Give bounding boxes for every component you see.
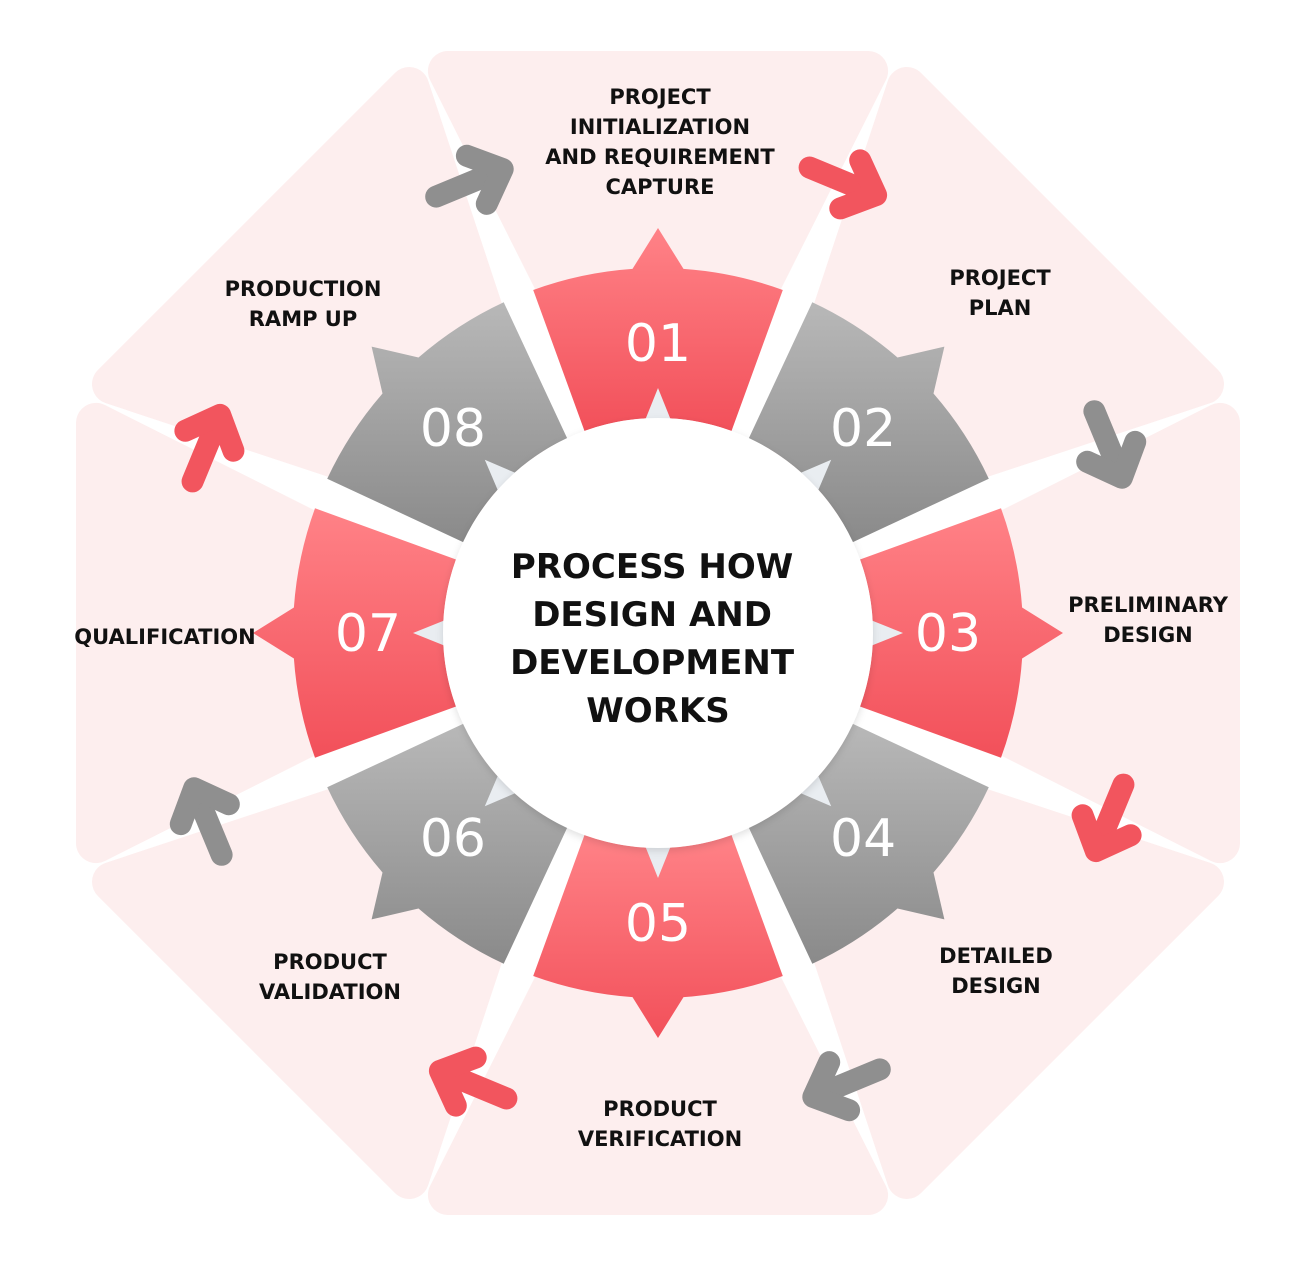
center-circle (443, 418, 873, 848)
step-label-line: VALIDATION (259, 980, 401, 1004)
ring-segment-01 (533, 228, 783, 431)
step-label-line: PRODUCT (273, 950, 387, 974)
step-number-02: 02 (830, 399, 896, 459)
arrow-icon (1076, 400, 1147, 489)
step-number-08: 08 (420, 399, 486, 459)
step-label-04: DETAILED DESIGN (939, 944, 1053, 998)
arrow-icon (802, 1051, 891, 1122)
step-number-03: 03 (915, 604, 981, 664)
step-number-04: 04 (830, 809, 896, 869)
ring-segment-08 (327, 302, 568, 543)
step-labels: PROJECT INITIALIZATION AND REQUIREMENT CAPT… (74, 85, 1228, 1151)
ring-notch (799, 459, 832, 492)
step-label-line: DESIGN (1103, 623, 1193, 647)
ring-notch (484, 459, 517, 492)
step-label-06: PRODUCT VALIDATION (259, 950, 401, 1004)
ring-notch (645, 388, 671, 421)
ring-notch (799, 774, 832, 807)
step-label-01: PROJECT INITIALIZATION AND REQUIREMENT CAPT… (545, 85, 775, 199)
center-title-line-2: DESIGN AND (532, 595, 772, 635)
step-number-06: 06 (420, 809, 486, 869)
step-label-02: PROJECT PLAN (949, 266, 1051, 320)
step-label-03: PRELIMINARY DESIGN (1068, 593, 1229, 647)
ring-segment-06 (327, 723, 568, 964)
ring-segment-05 (533, 835, 783, 1038)
step-label-line: AND REQUIREMENT (545, 145, 775, 169)
step-label-line: PLAN (969, 296, 1032, 320)
center-title-line-3: DEVELOPMENT (510, 643, 795, 683)
step-label-line: PROJECT (949, 266, 1051, 290)
step-ring: 01 02 03 04 05 06 07 08 (253, 228, 1063, 1038)
step-label-line: RAMP UP (249, 307, 357, 331)
step-label-08: PRODUCTION RAMP UP (225, 277, 382, 331)
center-hub: PROCESS HOW DESIGN AND DEVELOPMENT WORKS (443, 418, 873, 848)
arrow-icon (169, 777, 240, 866)
center-title-line-1: PROCESS HOW (511, 547, 793, 587)
step-label-line: PROJECT (609, 85, 711, 109)
step-label-line: INITIALIZATION (570, 115, 750, 139)
arrow-icon (428, 1046, 518, 1117)
step-number-07: 07 (335, 604, 401, 664)
ring-notch (484, 774, 517, 807)
ring-notch (645, 845, 671, 878)
step-label-line: PRODUCT (603, 1097, 717, 1121)
arrow-icon (425, 144, 514, 215)
step-label-07: QUALIFICATION (74, 625, 255, 649)
step-label-line: DESIGN (951, 974, 1041, 998)
step-label-line: CAPTURE (606, 175, 715, 199)
step-label-line: VERIFICATION (578, 1127, 742, 1151)
step-label-line: QUALIFICATION (74, 625, 255, 649)
center-title: PROCESS HOW DESIGN AND DEVELOPMENT WORKS (510, 547, 806, 731)
ring-notch (413, 620, 446, 646)
step-number-05: 05 (625, 894, 691, 954)
ring-segment-04 (748, 723, 989, 964)
step-label-line: PRODUCTION (225, 277, 382, 301)
ring-segment-07 (253, 508, 456, 758)
connector-arrows (169, 144, 1147, 1122)
center-title-line-4: WORKS (586, 691, 729, 731)
step-number-01: 01 (625, 314, 691, 374)
arrow-icon (1071, 773, 1142, 863)
ring-notch (870, 620, 903, 646)
ring-segment-02 (748, 302, 989, 543)
step-label-line: PRELIMINARY (1068, 593, 1229, 617)
step-label-05: PRODUCT VERIFICATION (578, 1097, 742, 1151)
ring-segment-03 (860, 508, 1063, 758)
arrow-icon (174, 403, 245, 493)
step-label-line: DETAILED (939, 944, 1053, 968)
arrow-icon (798, 149, 888, 220)
